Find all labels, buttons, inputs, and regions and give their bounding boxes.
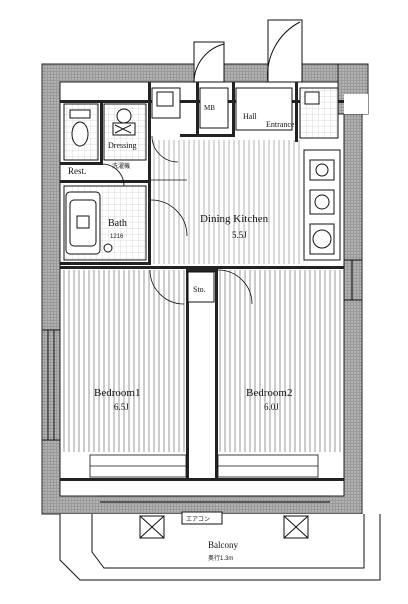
storage-closet [187,271,215,303]
dressing-extra-label: 洗濯機 [112,162,130,170]
closet-boxes [151,87,339,139]
wc-label: Rest. [68,166,86,176]
bedroom-flooring [63,270,341,452]
door-arcs [101,135,253,305]
balcony-label: Balcony [208,540,238,550]
entrance-doors [193,19,303,83]
washroom [103,103,147,161]
bedroom1-label: Bedroom1 [94,387,140,399]
storage-label: Sto. [193,285,206,294]
balcony-note: 奥行1.3m [208,554,233,562]
wardrobes [89,454,319,478]
dining-size: 5.5J [232,230,247,240]
windows [42,259,362,503]
dining-flooring [153,140,300,264]
kitchen-counter [303,149,341,261]
dining-label: Dining Kitchen [200,213,269,225]
bedroom2-size: 6.0J [264,402,279,412]
bath-size: 1216 [110,234,124,240]
dressing-label: Dressing [108,141,136,150]
balcony [59,511,381,581]
bathroom [63,185,147,261]
bedroom1-size: 6.5J [114,402,129,412]
bath-label: Bath [108,218,127,229]
ac-box-label: エアコン [186,516,210,523]
wc-room [63,103,99,161]
entrance-label: Entrance [266,120,295,129]
hall-label: Hall [243,112,258,121]
bedroom2-label: Bedroom2 [246,387,292,399]
mb-label: MB [204,104,215,112]
